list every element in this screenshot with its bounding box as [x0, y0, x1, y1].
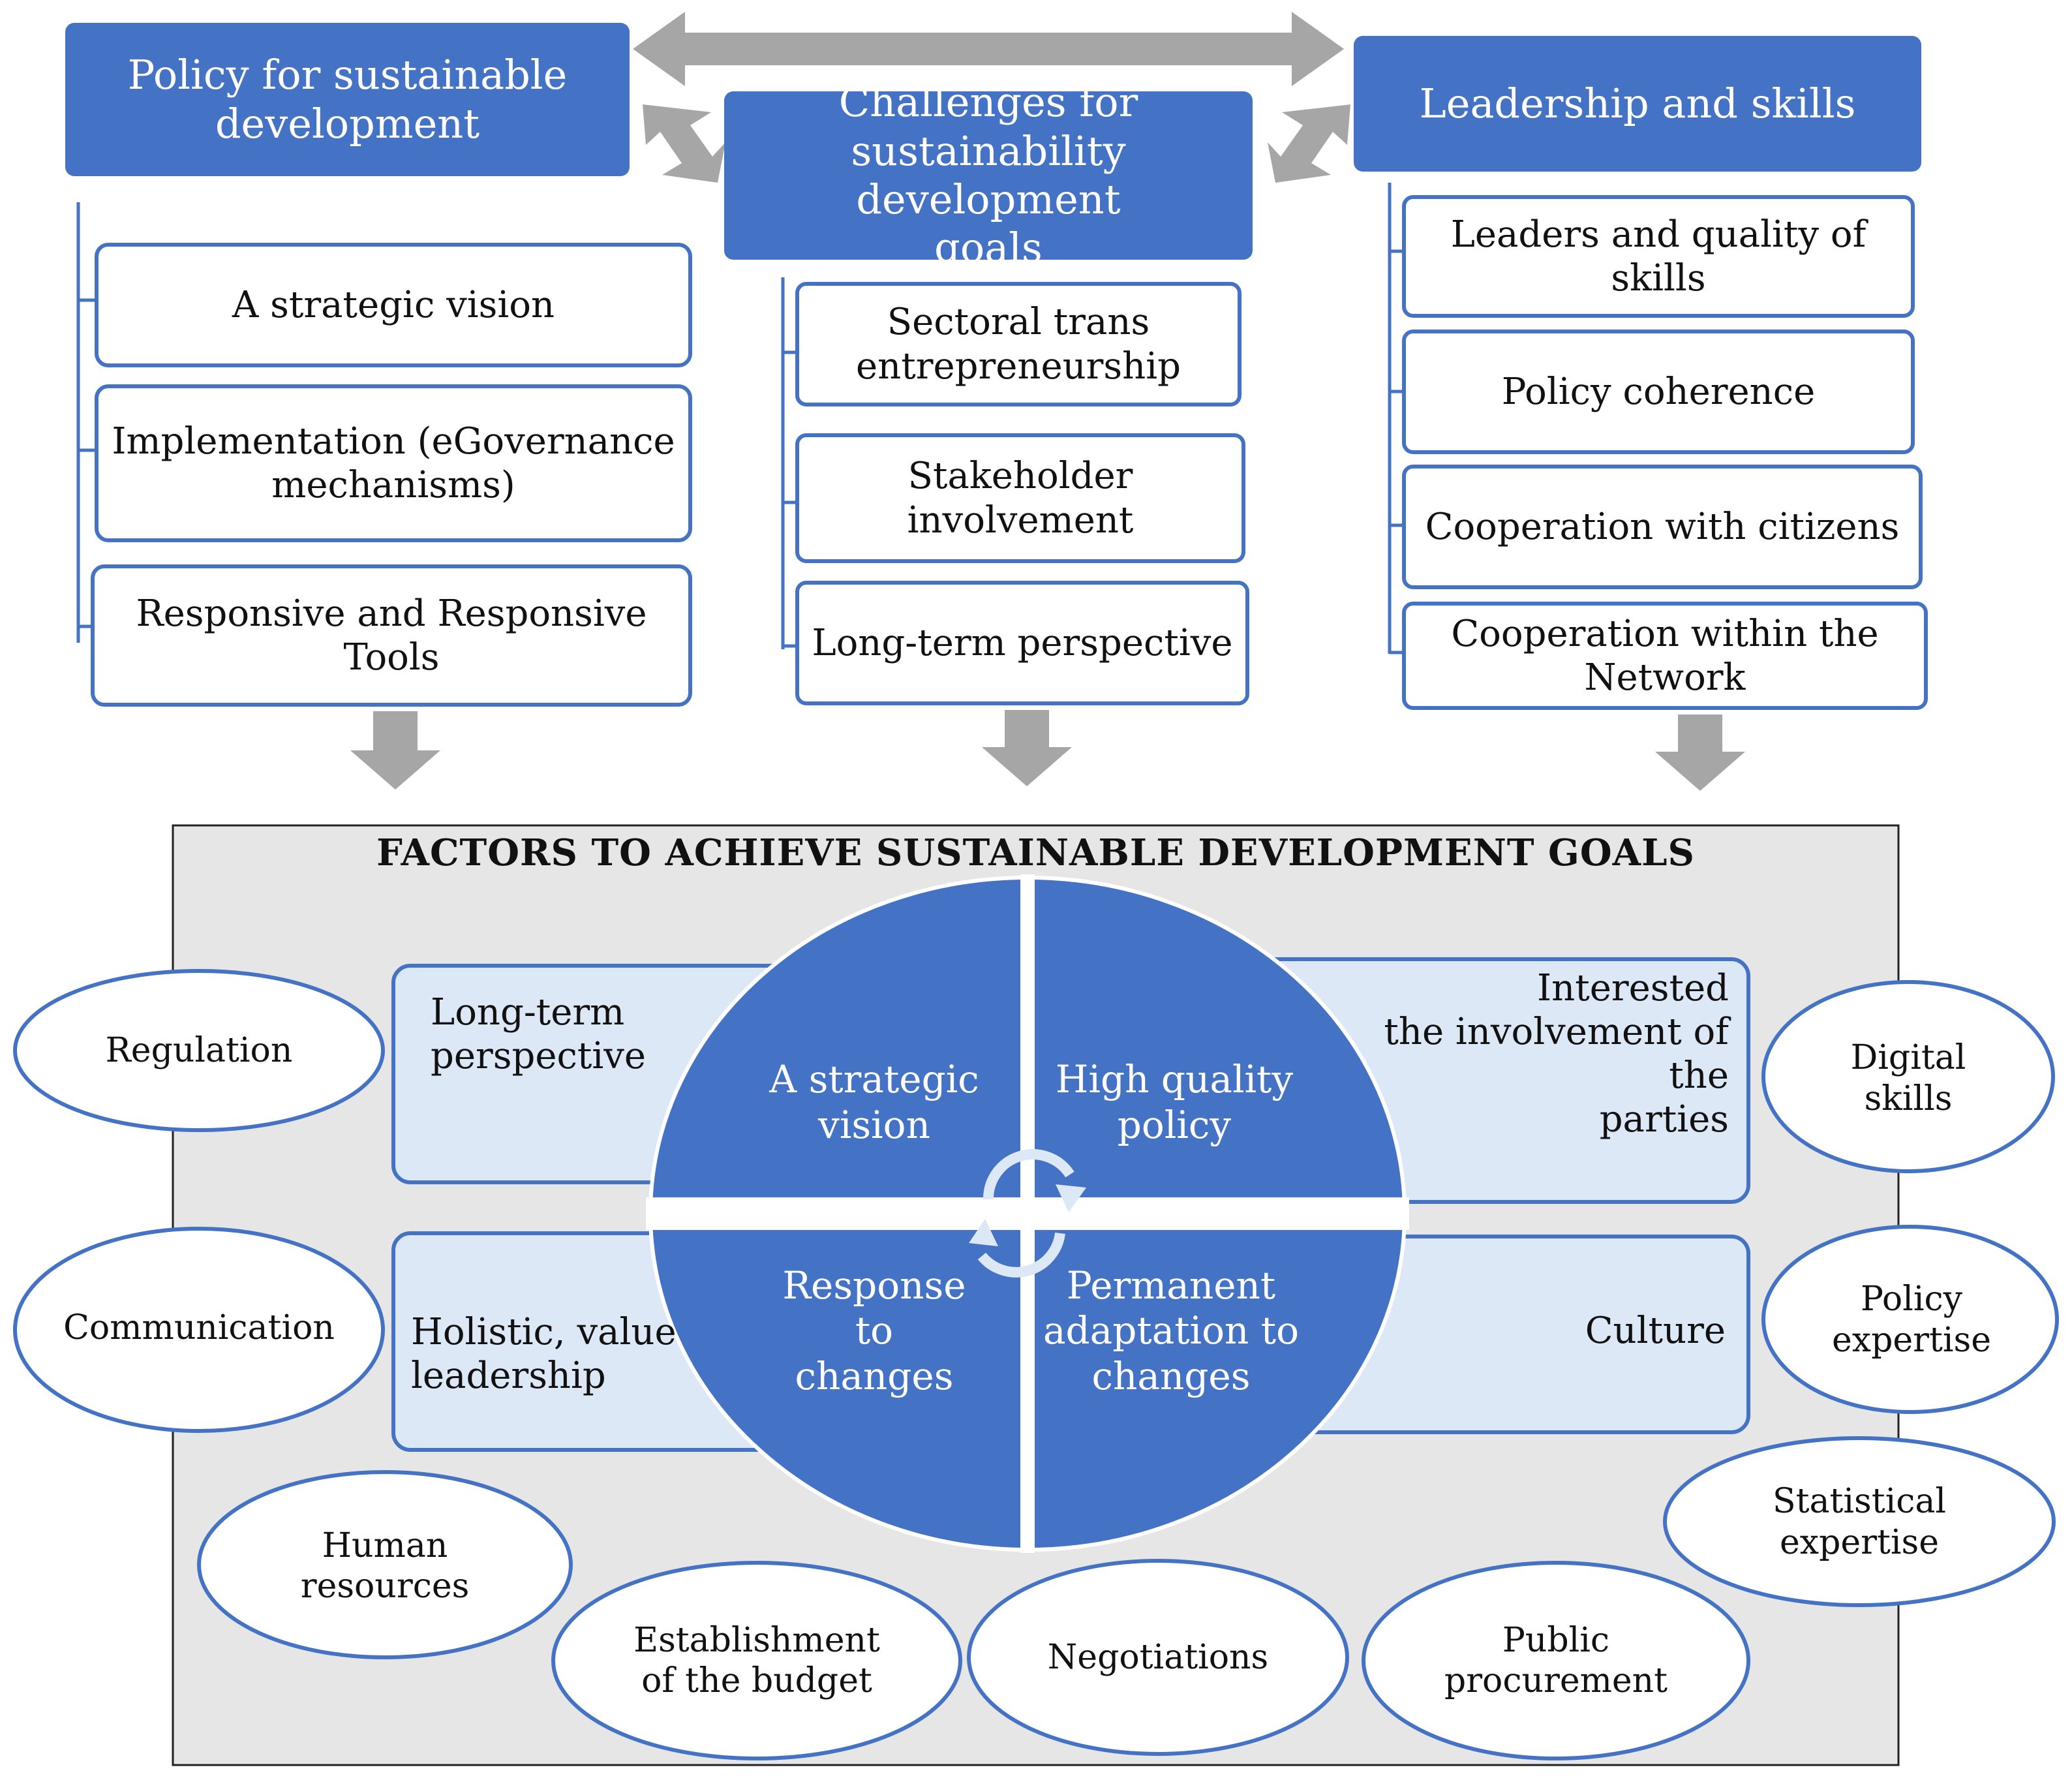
ellipse-digital-skills — [1761, 980, 2055, 1173]
item-box-2-3 — [795, 581, 1249, 705]
central-circle — [646, 874, 1409, 1553]
ellipse-text-public-procurement: Public procurement — [1444, 1620, 1668, 1700]
ellipse-statistical-expertise — [1663, 1436, 2056, 1607]
side-text-interested: Interested the involvement of the partie… — [1384, 966, 1729, 1141]
item-box-1-1 — [95, 243, 692, 367]
ellipse-text-human-resources: Human resources — [300, 1526, 470, 1606]
ellipse-text-communication: Communication — [63, 1308, 335, 1347]
header-box-challenges — [724, 91, 1253, 260]
ellipse-human-resources — [197, 1470, 573, 1659]
item-box-3-3 — [1402, 465, 1923, 589]
side-text-culture: Culture — [1585, 1310, 1726, 1353]
ellipse-text-regulation: Regulation — [105, 1030, 293, 1070]
quadrant-response-changes: Response to changes — [782, 1263, 966, 1398]
side-text-holistic: Holistic, value leadership — [411, 1310, 677, 1397]
item-strategic-vision: A strategic vision — [232, 283, 555, 326]
factors-title: FACTORS TO ACHIEVE SUSTAINABLE DEVELOPME… — [376, 831, 1695, 874]
item-box-3-1 — [1402, 195, 1915, 318]
ellipse-text-negotiations: Negotiations — [1047, 1637, 1269, 1677]
item-long-term-perspective: Long-term perspective — [812, 621, 1233, 664]
down-arrow-3 — [1655, 714, 1745, 791]
ellipse-text-policy-expertise: Policy expertise — [1831, 1280, 1991, 1360]
ellipse-regulation — [13, 969, 385, 1132]
header-challenges-title: Challenges for sustainability developmen… — [838, 78, 1138, 272]
bracket-column-3 — [1388, 183, 1406, 654]
down-arrow-2 — [982, 710, 1072, 786]
diagonal-arrow-right — [1268, 104, 1350, 183]
double-arrow-top — [633, 12, 1344, 86]
bracket-column-2 — [781, 277, 799, 649]
header-leadership-title: Leadership and skills — [1419, 79, 1856, 127]
ellipse-text-budget: Establishment of the budget — [633, 1620, 880, 1700]
item-leaders-quality: Leaders and quality of skills — [1450, 213, 1866, 300]
header-box-policy — [65, 23, 630, 176]
ellipse-text-statistical-expertise: Statistical expertise — [1772, 1482, 1947, 1562]
circular-arrows-icon — [977, 1149, 1074, 1278]
item-box-1-3 — [91, 564, 692, 707]
header-box-leadership — [1354, 36, 1921, 172]
item-policy-coherence: Policy coherence — [1501, 370, 1816, 413]
item-box-3-4 — [1402, 602, 1928, 710]
header-policy-title: Policy for sustainable development — [127, 51, 568, 147]
ellipse-public-procurement — [1362, 1561, 1750, 1760]
side-text-long-term: Long-term perspective — [431, 991, 647, 1077]
item-responsive-tools: Responsive and Responsive Tools — [136, 592, 647, 679]
item-box-2-1 — [795, 282, 1242, 407]
item-stakeholder-involvement: Stakeholder involvement — [907, 455, 1134, 542]
item-implementation: Implementation (eGovernance mechanisms) — [112, 420, 675, 506]
quadrant-permanent-adaptation: Permanent adaptation to changes — [1043, 1263, 1300, 1398]
ellipse-text-digital-skills: Digital skills — [1850, 1038, 1966, 1118]
item-cooperation-citizens: Cooperation with citizens — [1425, 505, 1900, 548]
item-cooperation-network: Cooperation within the Network — [1451, 612, 1879, 699]
bracket-column-1 — [76, 202, 95, 643]
ellipse-policy-expertise — [1761, 1225, 2059, 1414]
diagonal-arrow-left — [643, 104, 725, 183]
quadrant-strategic-vision: A strategic vision — [769, 1057, 979, 1147]
item-box-1-2 — [95, 384, 692, 542]
item-sectoral-trans: Sectoral trans entrepreneurship — [856, 301, 1181, 388]
item-box-3-2 — [1402, 330, 1915, 454]
ellipse-negotiations — [967, 1559, 1349, 1756]
ellipse-communication — [13, 1227, 385, 1433]
item-box-2-2 — [795, 433, 1245, 563]
ellipse-budget — [551, 1561, 962, 1760]
down-arrow-1 — [350, 711, 440, 790]
quadrant-high-quality-policy: High quality policy — [1055, 1057, 1294, 1147]
circular-arrows-heads — [969, 1184, 1086, 1246]
